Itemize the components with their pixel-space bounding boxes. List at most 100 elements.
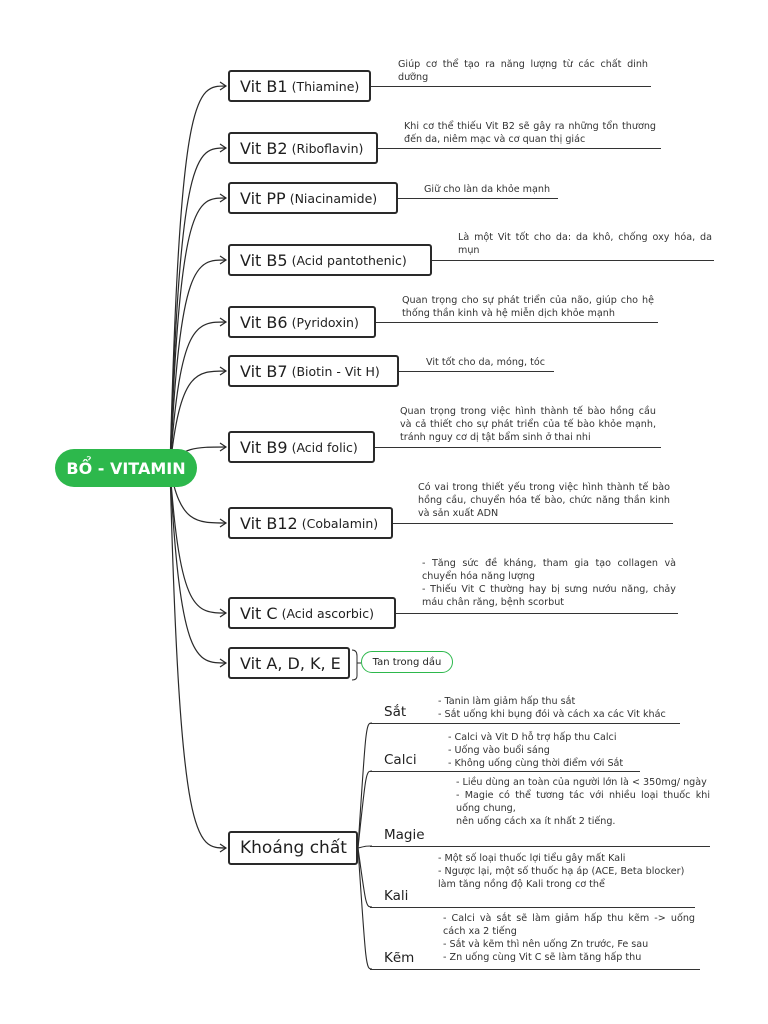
- note-line: - Một số loại thuốc lợi tiểu gây mất Kal…: [438, 853, 626, 864]
- note-vit-b9: Quan trọng trong việc hình thành tế bào …: [400, 405, 656, 444]
- branch-connector: [169, 321, 227, 469]
- note-line: - Không uống cùng thời điểm với Sắt: [448, 758, 624, 769]
- node-vit-b12[interactable]: Vit B12(Cobalamin): [228, 507, 393, 539]
- note-vit-b1: Giúp cơ thể tạo ra năng lượng từ các chấ…: [398, 58, 648, 84]
- node-vit-b6[interactable]: Vit B6(Pyridoxin): [228, 306, 376, 338]
- branch-arrow-icon: [219, 366, 228, 376]
- note-vit-b12: Có vai trong thiết yếu trong việc hình t…: [418, 481, 670, 520]
- node-subtitle: (Cobalamin): [301, 515, 379, 531]
- tag-label: Tan trong dầu: [372, 656, 442, 668]
- note-vit-b5: Là một Vit tốt cho da: da khô, chống oxy…: [458, 231, 712, 257]
- node-vit-adke[interactable]: Vit A, D, K, E: [228, 647, 350, 679]
- branch-connector: [169, 197, 227, 469]
- node-name: Vit B9: [240, 437, 288, 457]
- node-name: Vit B5: [240, 250, 288, 270]
- note-line: Có vai trong thiết yếu trong việc hình t…: [418, 482, 670, 519]
- node-name: Vit C: [240, 603, 278, 623]
- branch-arrow-icon: [219, 518, 228, 528]
- branch-arrow-icon: [219, 255, 228, 265]
- node-vit-pp[interactable]: Vit PP(Niacinamide): [228, 182, 398, 214]
- note-line: Quan trọng trong việc hình thành tế bào …: [400, 406, 656, 443]
- node-subtitle: (Acid pantothenic): [291, 252, 407, 268]
- note-line: - Thiếu Vit C thường hay bị sưng nướu nă…: [422, 584, 676, 608]
- underline: [370, 846, 710, 847]
- node-vit-b5[interactable]: Vit B5(Acid pantothenic): [228, 244, 432, 276]
- mineral-connector: [357, 847, 373, 970]
- branch-connector: [169, 467, 227, 614]
- note-line: - Zn uống cùng Vit C sẽ làm tăng hấp thu: [443, 952, 642, 963]
- node-subtitle: (Pyridoxin): [291, 314, 359, 330]
- underline: [432, 260, 714, 261]
- branch-connector: [169, 259, 227, 469]
- node-name: Vit B2: [240, 138, 288, 158]
- underline: [371, 86, 651, 87]
- note-line: Vit tốt cho da, móng, tóc: [426, 357, 546, 368]
- node-vit-b7[interactable]: Vit B7(Biotin - Vit H): [228, 355, 399, 387]
- node-subtitle: (Acid folic): [291, 439, 358, 455]
- branch-arrow-icon: [219, 143, 228, 153]
- underline: [370, 969, 700, 970]
- node-name: Vit B12: [240, 513, 298, 533]
- tag-bracket: [351, 649, 358, 681]
- note-line: Giúp cơ thể tạo ra năng lượng từ các chấ…: [398, 59, 648, 83]
- note-line: nên uống cách xa ít nhất 2 tiếng.: [456, 816, 616, 827]
- node-name: Vit B1: [240, 76, 288, 96]
- branch-arrow-icon: [219, 843, 228, 853]
- node-subtitle: (Acid ascorbic): [281, 605, 375, 621]
- note-calcium: - Calci và Vit D hỗ trợ hấp thu Calci - …: [448, 731, 648, 770]
- branch-connector: [169, 467, 227, 664]
- mineral-label-iron: Sắt: [384, 704, 407, 720]
- underline: [378, 148, 661, 149]
- note-vit-b7: Vit tốt cho da, móng, tóc: [426, 356, 576, 369]
- branch-connector: [169, 370, 227, 469]
- note-vit-b2: Khi cơ thể thiếu Vit B2 sẽ gây ra những …: [404, 120, 656, 146]
- underline: [370, 771, 640, 772]
- note-line: - Uống vào buổi sáng: [448, 745, 550, 756]
- node-subtitle: (Thiamine): [291, 78, 360, 94]
- branch-arrow-icon: [219, 317, 228, 327]
- node-name: Vit PP: [240, 188, 286, 208]
- node-vit-b9[interactable]: Vit B9(Acid folic): [228, 431, 375, 463]
- node-vit-c[interactable]: Vit C(Acid ascorbic): [228, 597, 396, 629]
- note-potassium: - Một số loại thuốc lợi tiểu gây mất Kal…: [438, 852, 690, 891]
- note-line: Giữ cho làn da khỏe mạnh: [424, 184, 551, 195]
- note-line: - Liều dùng an toàn của người lớn là < 3…: [456, 777, 707, 788]
- underline: [393, 523, 673, 524]
- note-line: Quan trọng cho sự phát triển của não, gi…: [402, 295, 654, 319]
- node-name: Vit B7: [240, 361, 288, 381]
- underline: [399, 371, 554, 372]
- note-line: - Magie có thể tương tác với nhiều loại …: [456, 790, 710, 814]
- mineral-label-potassium: Kali: [384, 888, 409, 904]
- note-line: - Ngược lại, một số thuốc hạ áp (ACE, Be…: [438, 866, 685, 877]
- underline: [370, 723, 680, 724]
- note-zinc: - Calci và sắt sẽ làm giảm hấp thu kẽm -…: [443, 912, 695, 964]
- node-vit-b2[interactable]: Vit B2(Riboflavin): [228, 132, 378, 164]
- root-label: BỔ - VITAMIN: [66, 458, 186, 478]
- branch-arrow-icon: [219, 193, 228, 203]
- note-line: Là một Vit tốt cho da: da khô, chống oxy…: [458, 232, 712, 256]
- branch-connector: [169, 147, 227, 469]
- note-line: - Sắt và kẽm thì nên uống Zn trước, Fe s…: [443, 939, 649, 950]
- node-name: Vit B6: [240, 312, 288, 332]
- mineral-label-calcium: Calci: [384, 752, 417, 768]
- underline: [398, 198, 558, 199]
- note-line: - Sắt uống khi bụng đói và cách xa các V…: [438, 709, 666, 720]
- mineral-connector: [357, 847, 373, 908]
- mineral-label-zinc: Kẽm: [384, 950, 415, 966]
- branch-arrow-icon: [219, 658, 228, 668]
- node-subtitle: (Niacinamide): [289, 190, 378, 206]
- mineral-label-magnesium: Magie: [384, 827, 425, 843]
- branch-arrow-icon: [219, 81, 228, 91]
- note-line: - Tăng sức đề kháng, tham gia tạo collag…: [422, 558, 676, 582]
- note-line: làm tăng nồng độ Kali trong cơ thể: [438, 879, 605, 890]
- underline: [376, 322, 658, 323]
- note-vit-pp: Giữ cho làn da khỏe mạnh: [424, 183, 594, 196]
- node-minerals[interactable]: Khoáng chất: [228, 831, 358, 865]
- root-node[interactable]: BỔ - VITAMIN: [55, 449, 197, 487]
- underline: [396, 613, 678, 614]
- branch-arrow-icon: [219, 608, 228, 618]
- node-vit-b1[interactable]: Vit B1(Thiamine): [228, 70, 371, 102]
- fat-soluble-tag[interactable]: Tan trong dầu: [361, 651, 453, 673]
- node-name: Vit A, D, K, E: [240, 653, 341, 673]
